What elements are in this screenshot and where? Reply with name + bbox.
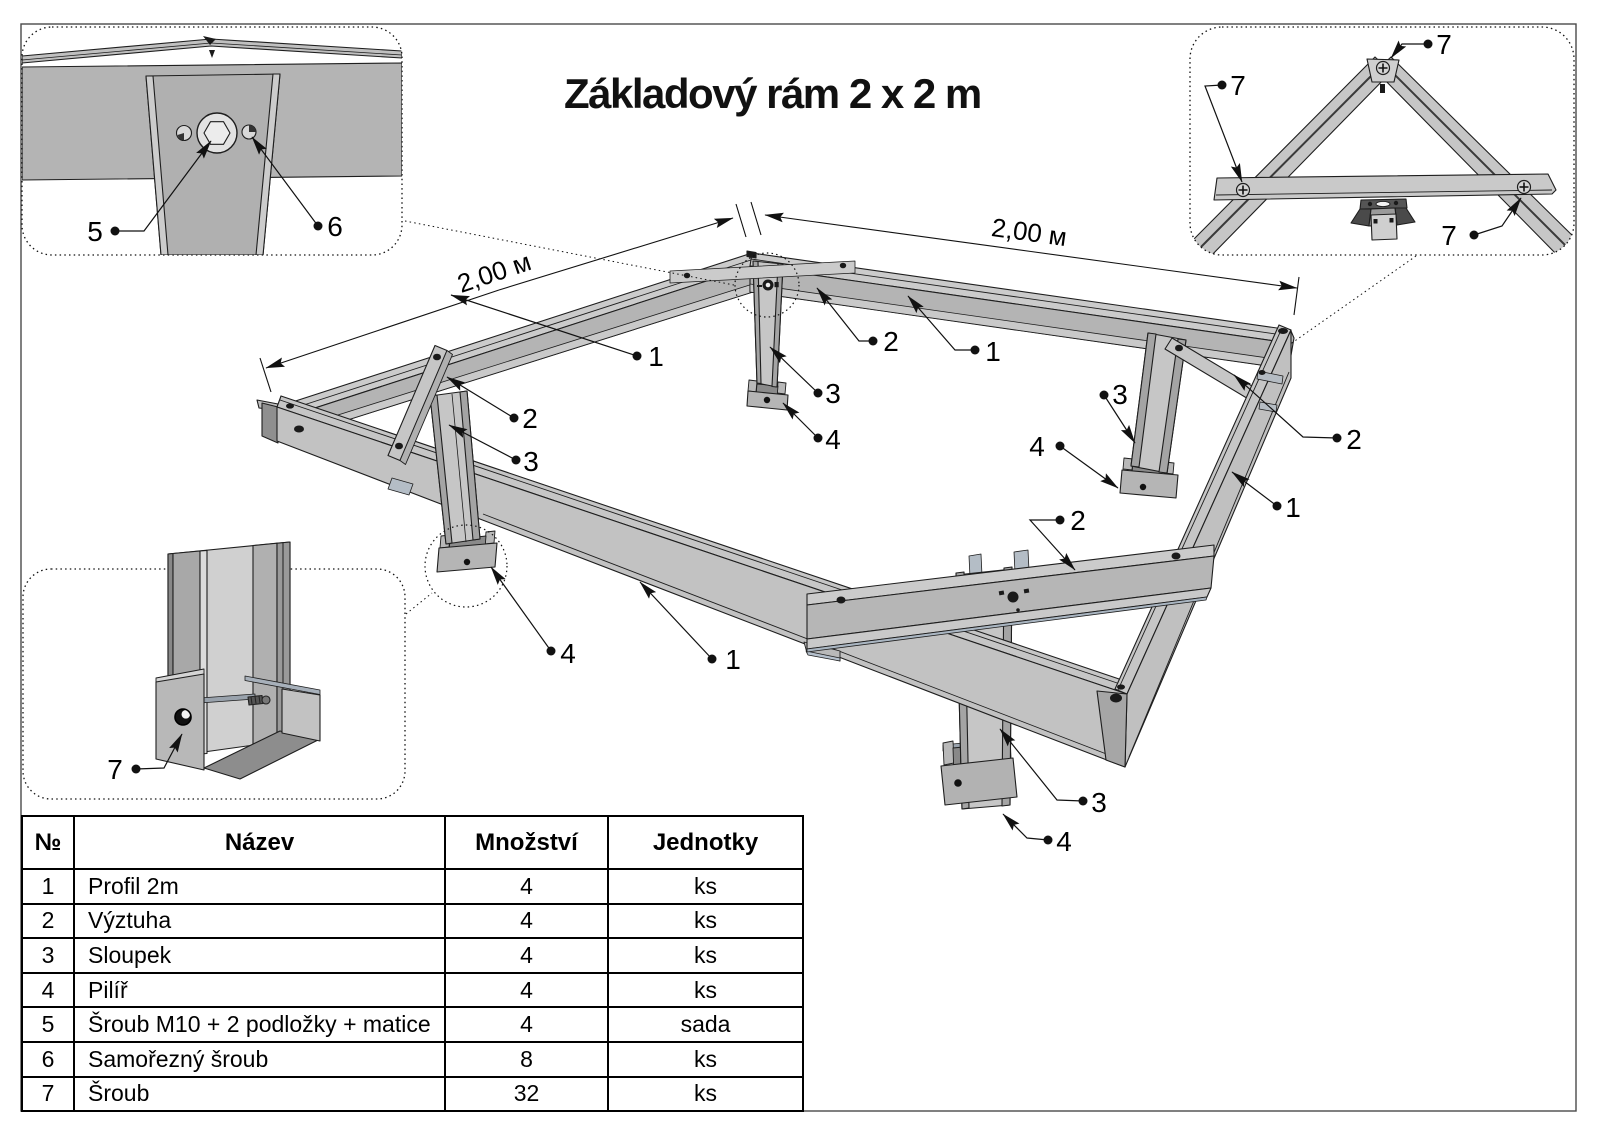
svg-text:2,00 м: 2,00 м [990, 212, 1069, 252]
svg-text:3: 3 [1112, 379, 1128, 410]
svg-text:5: 5 [87, 216, 103, 247]
svg-text:4: 4 [560, 638, 576, 669]
svg-text:1: 1 [648, 341, 664, 372]
svg-text:1: 1 [725, 644, 741, 675]
svg-text:2: 2 [1346, 424, 1362, 455]
svg-text:7: 7 [1441, 220, 1457, 251]
svg-text:4: 4 [1029, 431, 1045, 462]
svg-text:3: 3 [825, 378, 841, 409]
svg-text:7: 7 [107, 754, 123, 785]
svg-text:2: 2 [883, 326, 899, 357]
svg-text:2: 2 [1070, 505, 1086, 536]
svg-text:1: 1 [1285, 492, 1301, 523]
svg-text:3: 3 [523, 446, 539, 477]
svg-text:7: 7 [1436, 29, 1452, 60]
svg-text:4: 4 [1056, 826, 1072, 857]
svg-text:7: 7 [1230, 70, 1246, 101]
svg-text:6: 6 [327, 211, 343, 242]
svg-text:2,00 м: 2,00 м [453, 246, 534, 298]
svg-text:2: 2 [522, 403, 538, 434]
svg-text:4: 4 [825, 424, 841, 455]
svg-text:1: 1 [985, 336, 1001, 367]
svg-text:3: 3 [1091, 787, 1107, 818]
